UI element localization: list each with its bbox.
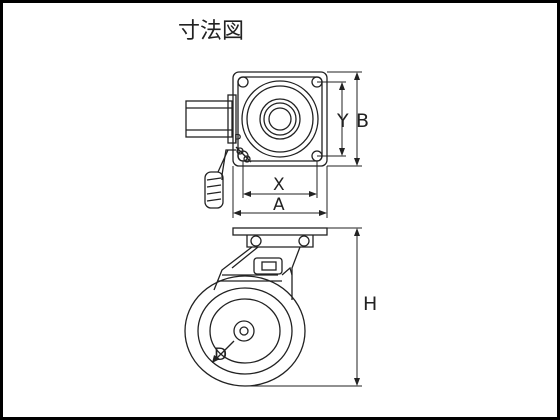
brake-block-inner xyxy=(261,261,277,271)
top-ring-outer xyxy=(241,80,319,158)
arrow-x-right xyxy=(309,191,317,197)
arrow-a-left xyxy=(233,210,241,216)
h-dimension xyxy=(250,227,362,387)
bearing-left xyxy=(250,235,262,247)
grip-rib-1 xyxy=(206,177,222,181)
lever-housing xyxy=(185,100,233,138)
top-ring-4 xyxy=(263,102,297,136)
arrow-a-right xyxy=(319,210,327,216)
arrow-x-left xyxy=(243,191,251,197)
top-arrowheads xyxy=(233,72,360,216)
pin-circle-2 xyxy=(243,155,251,163)
pedal-grip xyxy=(204,171,224,209)
side-top-plate xyxy=(232,227,328,236)
title-text: 寸法図 xyxy=(178,19,244,44)
arrow-y-bottom xyxy=(339,148,345,156)
label-d: D xyxy=(214,345,227,365)
label-b: B xyxy=(356,110,369,132)
wheel-tire xyxy=(184,275,306,387)
bearing-right xyxy=(298,235,310,247)
fork-left-outer xyxy=(213,246,253,291)
grip-rib-3 xyxy=(206,191,222,195)
brake-link xyxy=(281,266,293,276)
bolt-hole-tl xyxy=(237,76,249,88)
d-arrow xyxy=(212,355,220,363)
wheel-rim xyxy=(197,287,293,375)
arrow-y-top xyxy=(339,82,345,90)
arrow-h-bottom xyxy=(354,378,360,386)
label-y: Y xyxy=(336,110,349,132)
arrow-h-top xyxy=(354,228,360,236)
label-h: H xyxy=(363,293,377,315)
arrow-b-top xyxy=(354,72,360,80)
top-ring-2 xyxy=(246,85,314,153)
top-plate-inner xyxy=(237,76,323,162)
brake-block xyxy=(253,257,283,275)
lever-bracket xyxy=(227,94,237,144)
side-view xyxy=(184,227,328,387)
pedal-stem-2 xyxy=(217,149,229,173)
label-a: A xyxy=(273,195,285,215)
top-plate xyxy=(232,71,328,167)
pin-circle-1 xyxy=(236,147,244,155)
wheel-axle xyxy=(239,326,249,336)
top-view xyxy=(185,71,328,209)
top-ring-5 xyxy=(268,107,292,131)
top-dimensions xyxy=(232,71,362,218)
grip-rib-2 xyxy=(206,184,222,188)
bearing-housing xyxy=(246,235,314,248)
grip-rib-4 xyxy=(206,198,222,202)
d-leader xyxy=(214,340,235,361)
label-x: X xyxy=(273,175,285,195)
wheel-hub xyxy=(233,320,255,342)
arrow-b-bottom xyxy=(354,158,360,166)
fork-right xyxy=(291,246,301,300)
top-ring-3 xyxy=(259,98,301,140)
wheel-rim-inner xyxy=(209,298,281,364)
label-p: P xyxy=(234,132,241,146)
fork-left-inner xyxy=(231,246,259,269)
pin-leader xyxy=(235,146,252,163)
pedal-stem xyxy=(221,149,236,180)
